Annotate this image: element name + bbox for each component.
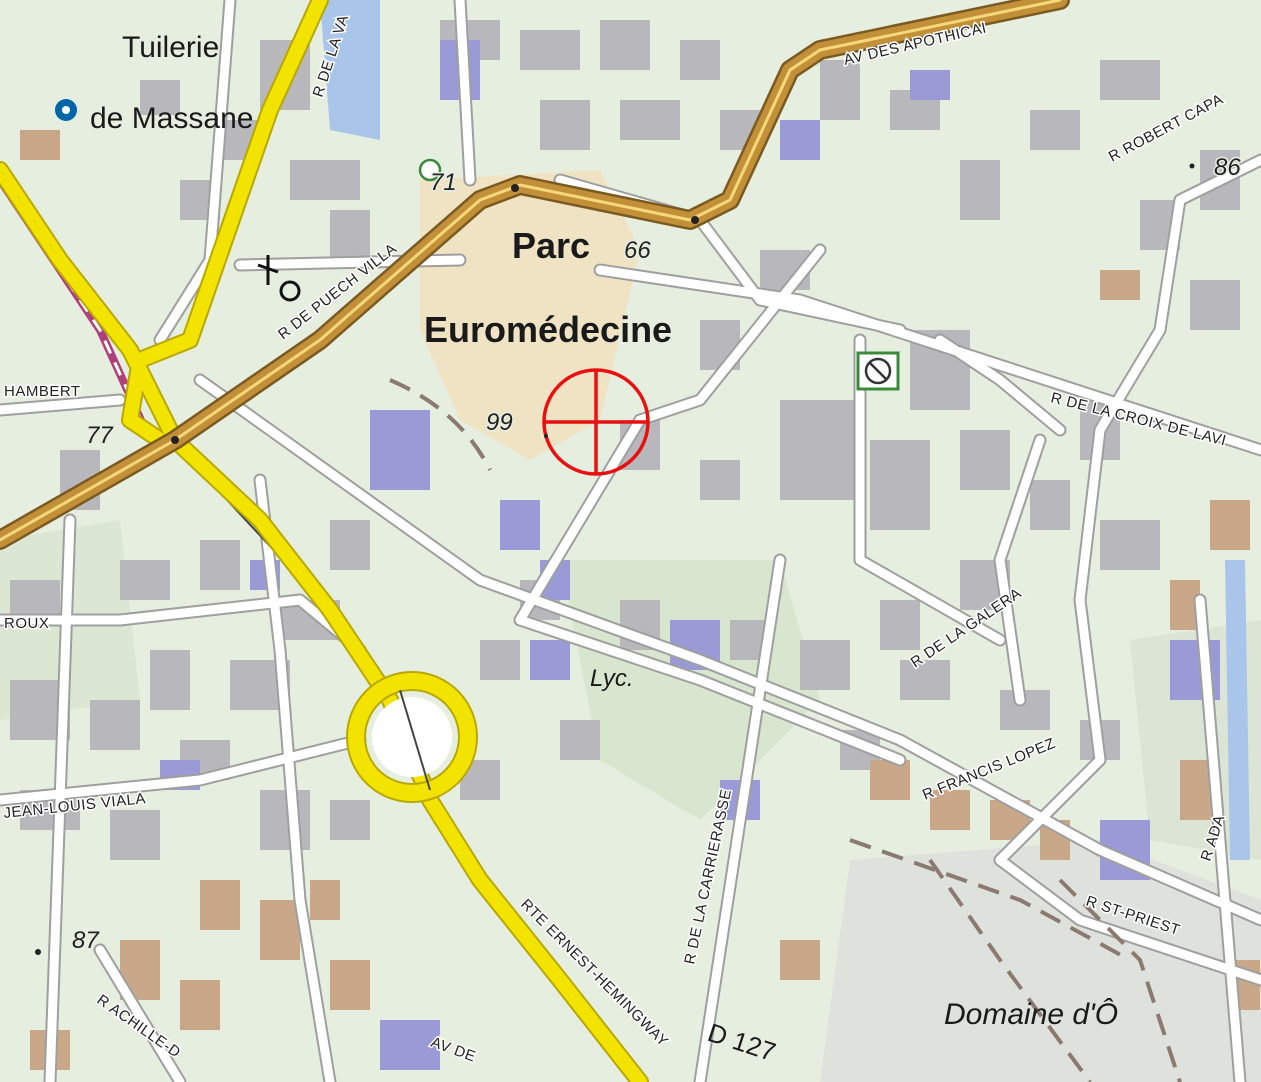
elevation-77: 77 bbox=[86, 422, 114, 449]
place-label-euromedecine: Euromédecine bbox=[424, 309, 672, 350]
crosshair-target-icon[interactable] bbox=[542, 368, 650, 476]
elevation-99: 99 bbox=[486, 409, 513, 436]
place-label-lycee: Lyc. bbox=[590, 665, 634, 692]
elevation-66: 66 bbox=[624, 237, 651, 264]
street-label-hambert: HAMBERT bbox=[4, 383, 81, 400]
elevation-87: 87 bbox=[72, 927, 100, 954]
trails-layer bbox=[389, 378, 1182, 1082]
place-label-massane: de Massane bbox=[90, 102, 253, 135]
elevation-86: 86 bbox=[1214, 154, 1241, 181]
no-entry-icon bbox=[856, 351, 900, 391]
spot-height-dot bbox=[1189, 163, 1195, 169]
tower-icon bbox=[418, 158, 442, 182]
cemetery-icon bbox=[257, 255, 301, 302]
place-label-domaine: Domaine d'Ô bbox=[944, 997, 1118, 1031]
main-roads-layer bbox=[0, 0, 649, 1082]
bus-stop-icon[interactable] bbox=[55, 99, 77, 121]
place-label-parc: Parc bbox=[512, 225, 590, 266]
street-label-roux: ROUX bbox=[4, 615, 49, 632]
place-label-tuilerie: Tuilerie bbox=[122, 31, 219, 64]
elevation-71: 71 bbox=[430, 169, 457, 196]
spot-height-dot bbox=[35, 949, 41, 955]
trunk-road-layer bbox=[0, 0, 1070, 550]
roundabout bbox=[346, 671, 478, 803]
spot-height-dot bbox=[544, 434, 548, 438]
